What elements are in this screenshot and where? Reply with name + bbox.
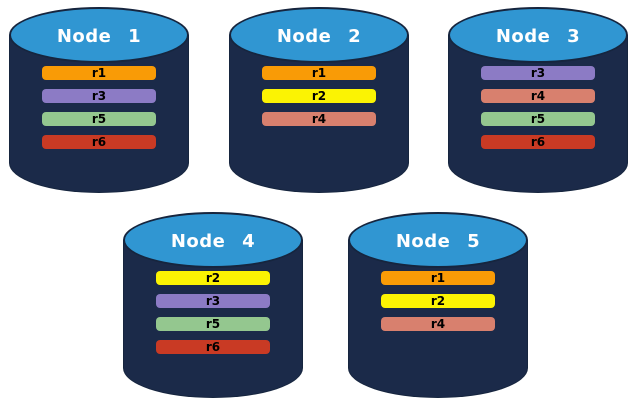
node-cylinder-2: Node 2 r1 r2 r4	[229, 7, 409, 193]
cylinder-top: Node 3	[448, 7, 628, 63]
replica-bar-r3: r3	[42, 89, 156, 103]
replica-bar-r5: r5	[481, 112, 595, 126]
node-cylinder-3: Node 3 r3 r4 r5 r6	[448, 7, 628, 193]
replica-bar-r6: r6	[481, 135, 595, 149]
cylinder-top: Node 4	[123, 212, 303, 268]
replica-bar-r5: r5	[156, 317, 270, 331]
replica-bar-r2: r2	[262, 89, 376, 103]
replica-bar-r4: r4	[381, 317, 495, 331]
node-cylinder-4: Node 4 r2 r3 r5 r6	[123, 212, 303, 398]
replica-bar-r1: r1	[381, 271, 495, 285]
cylinder-top: Node 5	[348, 212, 528, 268]
replica-list: r1 r2 r4	[381, 271, 495, 331]
node-cylinder-5: Node 5 r1 r2 r4	[348, 212, 528, 398]
node-title: Node 4	[170, 230, 256, 252]
replica-bar-r3: r3	[156, 294, 270, 308]
replica-list: r2 r3 r5 r6	[156, 271, 270, 354]
replica-bar-r4: r4	[481, 89, 595, 103]
node-title: Node 5	[395, 230, 481, 252]
replica-bar-r3: r3	[481, 66, 595, 80]
replica-list: r1 r2 r4	[262, 66, 376, 126]
node-title: Node 1	[56, 25, 142, 47]
replica-bar-r1: r1	[42, 66, 156, 80]
replica-bar-r4: r4	[262, 112, 376, 126]
replica-bar-r5: r5	[42, 112, 156, 126]
replica-list: r1 r3 r5 r6	[42, 66, 156, 149]
replica-bar-r6: r6	[156, 340, 270, 354]
replica-bar-r2: r2	[381, 294, 495, 308]
cylinder-top: Node 2	[229, 7, 409, 63]
node-cylinder-1: Node 1 r1 r3 r5 r6	[9, 7, 189, 193]
replica-bar-r6: r6	[42, 135, 156, 149]
node-title: Node 2	[276, 25, 362, 47]
replica-list: r3 r4 r5 r6	[481, 66, 595, 149]
cylinder-top: Node 1	[9, 7, 189, 63]
replica-bar-r1: r1	[262, 66, 376, 80]
replica-bar-r2: r2	[156, 271, 270, 285]
node-title: Node 3	[495, 25, 581, 47]
